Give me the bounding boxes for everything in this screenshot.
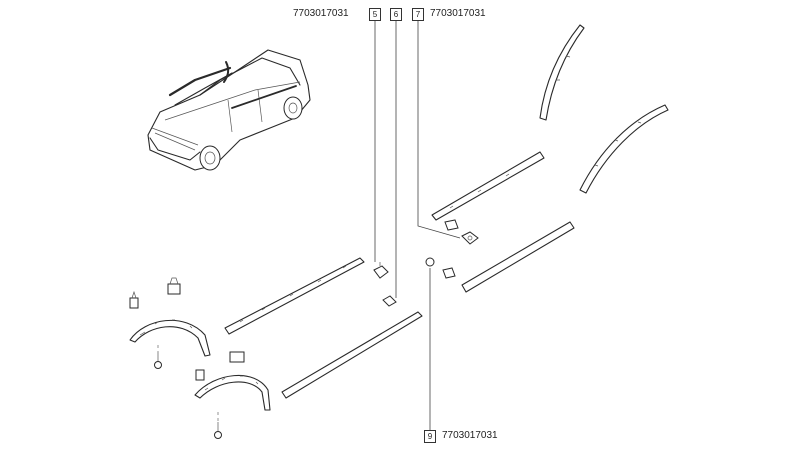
car-illustration — [147, 49, 311, 171]
fastener-6 — [382, 295, 397, 307]
clip-right-1 — [444, 219, 459, 231]
part-ref-5: 7703017031 — [293, 8, 349, 19]
screw-left-1 — [154, 352, 162, 369]
screw-left-2 — [214, 422, 222, 439]
side-moulding-lower — [281, 311, 423, 399]
callout-5[interactable]: 5 — [369, 8, 381, 21]
callout-9[interactable]: 9 — [424, 430, 436, 443]
clip-left-4 — [195, 369, 205, 381]
callout-7[interactable]: 7 — [412, 8, 424, 21]
clip-left-1 — [129, 290, 139, 309]
fastener-5 — [373, 262, 389, 279]
door-moulding-rear-right — [461, 221, 575, 293]
part-ref-7: 7703017031 — [430, 8, 486, 19]
clip-left-3 — [229, 351, 245, 363]
door-moulding-front-right — [431, 151, 545, 221]
side-moulding-upper — [224, 257, 365, 335]
fastener-9 — [425, 257, 456, 279]
clip-left-2 — [167, 277, 181, 295]
wheel-arch-front-left — [129, 319, 211, 357]
fastener-7 — [461, 231, 479, 245]
wheel-arch-extension-rear-right — [579, 104, 669, 194]
part-ref-9: 7703017031 — [442, 430, 498, 441]
wheel-arch-rear-left — [194, 375, 271, 411]
wheel-arch-extension-front-right — [539, 24, 585, 121]
callout-6[interactable]: 6 — [390, 8, 402, 21]
